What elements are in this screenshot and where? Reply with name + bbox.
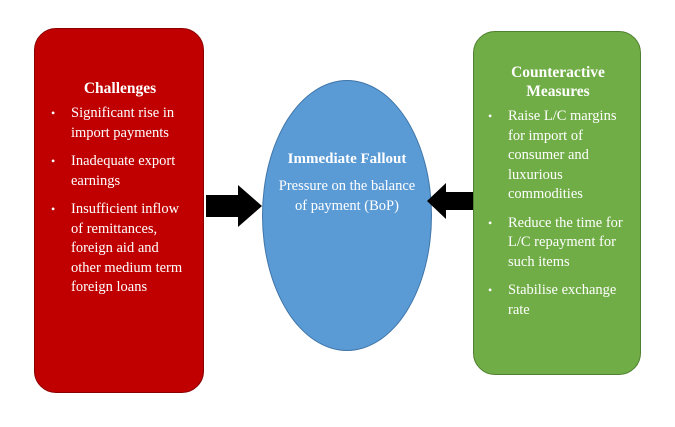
bullet-icon: • — [51, 202, 56, 216]
measures-title: Counteractive Measures — [511, 64, 605, 100]
measure-item: • Raise L/C margins for import of consum… — [486, 107, 630, 205]
fallout-ellipse: Immediate Fallout Pressure on the balanc… — [262, 80, 432, 351]
challenge-item: • Insufficient inflow of remittances, fo… — [49, 200, 191, 298]
challenge-item: • Inadequate export earnings — [49, 152, 191, 191]
challenges-list: • Significant rise in import payments • … — [49, 104, 191, 298]
measures-list: • Raise L/C margins for import of consum… — [486, 107, 630, 320]
challenges-box: Challenges • Significant rise in import … — [34, 28, 204, 393]
fallout-content: Immediate Fallout Pressure on the balanc… — [273, 150, 421, 216]
bullet-icon: • — [488, 283, 493, 297]
left-arrow-icon — [427, 183, 473, 219]
bullet-icon: • — [51, 154, 56, 168]
challenges-title: Challenges — [83, 80, 157, 97]
bullet-icon: • — [488, 215, 493, 230]
challenge-item-text: Significant rise in import payments — [71, 105, 175, 141]
right-arrow-icon — [206, 185, 262, 227]
measure-item: • Stabilise exchange rate — [486, 281, 630, 320]
bullet-icon: • — [51, 106, 56, 120]
measure-item-text: Raise L/C margins for import of consumer… — [508, 108, 617, 202]
measure-item: • Reduce the time for L/C repayment for … — [486, 214, 630, 273]
challenge-item-text: Inadequate export earnings — [71, 153, 176, 189]
measure-item-text: Reduce the time for L/C repayment for su… — [508, 214, 623, 270]
measures-box: Counteractive Measures • Raise L/C margi… — [473, 31, 641, 375]
fallout-title: Immediate Fallout — [287, 151, 407, 167]
measure-item-text: Stabilise exchange rate — [508, 282, 617, 318]
fallout-text: Pressure on the balance of payment (BoP) — [278, 178, 416, 214]
challenge-item: • Significant rise in import payments — [49, 104, 191, 143]
challenge-item-text: Insufficient inflow of remittances, fore… — [71, 201, 183, 295]
bullet-icon: • — [488, 109, 493, 123]
